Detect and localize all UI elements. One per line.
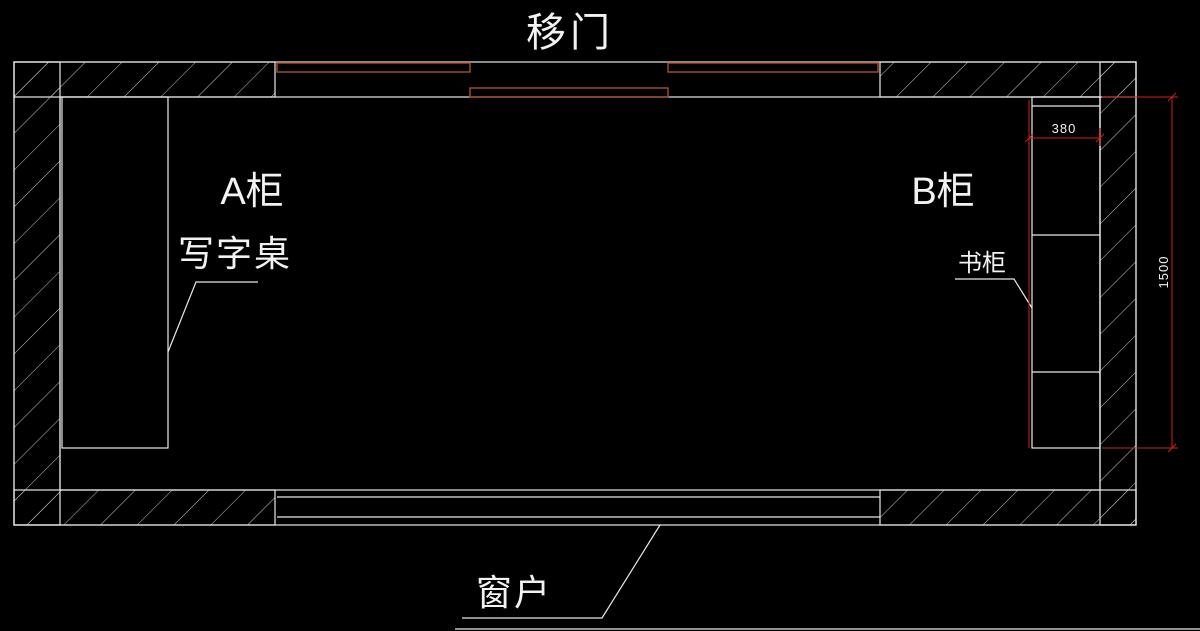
bookcase — [1031, 96, 1101, 449]
sliding-door-panel-left — [276, 62, 471, 73]
dim-380-text: 380 — [1052, 121, 1077, 136]
sliding-door — [276, 62, 879, 98]
bookcase-outline — [1031, 96, 1101, 449]
sliding-door-panel-right — [667, 62, 879, 73]
desk-leader-line — [167, 281, 258, 353]
wall-left — [13, 61, 61, 526]
window-leader-line — [462, 524, 661, 619]
dim-tick-380-left — [1024, 133, 1034, 143]
wall-bottom-left — [13, 489, 276, 526]
dim-1500-text: 1500 — [1156, 256, 1171, 289]
bookcase-label: 书柜 — [958, 250, 1006, 277]
leaders — [167, 278, 1200, 630]
cabinet-a-label: A柜 — [220, 171, 283, 213]
desk-label: 写字桌 — [178, 233, 292, 274]
window-label: 窗户 — [476, 572, 552, 613]
sliding-door-panel-middle — [469, 87, 669, 98]
labels: 移门 A柜 B柜 写字桌 书柜 窗户 380 1500 — [178, 11, 1171, 613]
wall-right — [1099, 61, 1137, 526]
bookcase-leader-line — [955, 278, 1033, 309]
wall-bottom-right — [879, 489, 1137, 526]
dimensions — [1024, 92, 1178, 453]
dim-tick-1500-bottom — [1167, 443, 1177, 453]
dim-tick-1500-top — [1167, 92, 1177, 102]
walls — [13, 61, 1137, 526]
dim-tick-380-right — [1095, 133, 1105, 143]
window — [277, 496, 880, 518]
outer-wall-outline — [13, 61, 1137, 526]
cabinet-b-label: B柜 — [911, 171, 974, 213]
door-label: 移门 — [526, 11, 614, 55]
inner-room-outline — [59, 96, 1101, 491]
cabinet-a — [61, 96, 169, 449]
wall-top-right — [879, 61, 1137, 98]
